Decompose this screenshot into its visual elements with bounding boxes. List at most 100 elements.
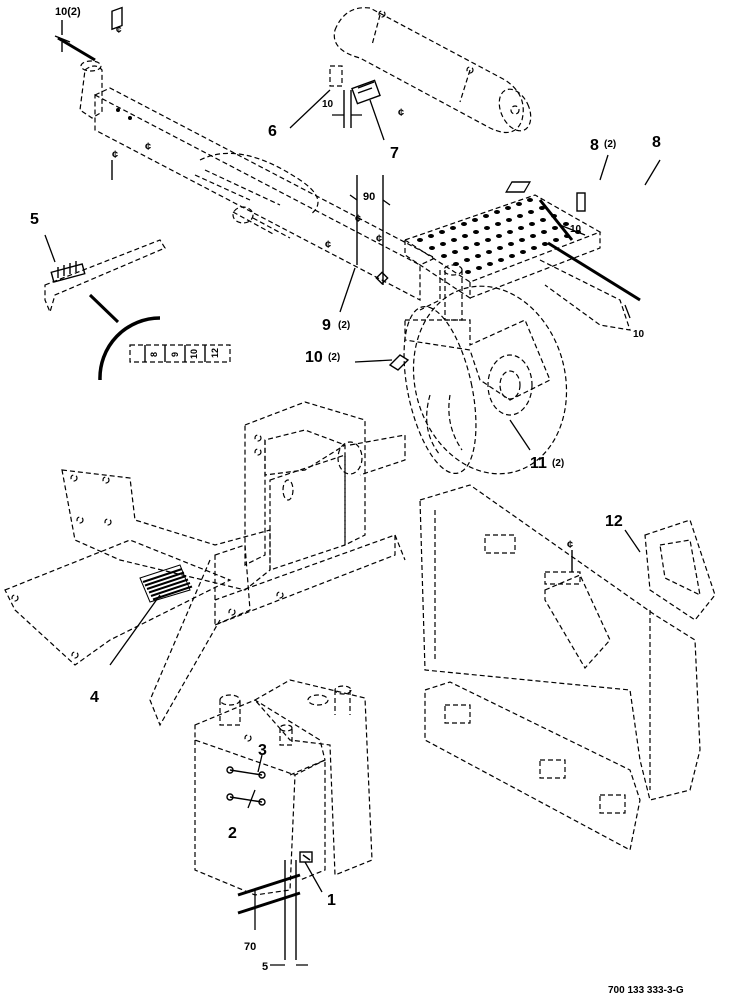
- decal-5-detail: 8 9 10 12: [44, 234, 231, 381]
- step-hole: [495, 222, 501, 226]
- dimension-90: 90: [363, 191, 375, 203]
- decal-stripe: [148, 578, 189, 594]
- callout-4: 4: [90, 689, 99, 706]
- scale-digit: 9: [170, 352, 180, 357]
- decal-4: [139, 564, 193, 603]
- callout-9-qty: (2): [338, 320, 350, 331]
- step-hole: [496, 234, 502, 238]
- step-hole: [563, 222, 569, 226]
- centerline-symbol: ¢: [112, 149, 118, 161]
- step-hole: [541, 230, 547, 234]
- step-hole: [530, 234, 536, 238]
- step-hole: [528, 210, 534, 214]
- callout-8a-qty: (2): [604, 139, 616, 150]
- step-hole: [507, 230, 513, 234]
- scale-digit: 10: [189, 349, 199, 359]
- centerline-symbol: ¢: [376, 233, 382, 245]
- decal-10-mid: [354, 354, 410, 371]
- hydraulic-tank: [194, 679, 373, 896]
- step-hole: [531, 246, 537, 250]
- hydraulic-cylinder: [333, 7, 532, 134]
- side-panel-lower: [424, 681, 641, 851]
- decals-6-7: ¢ 10: [289, 65, 404, 141]
- step-hole: [474, 242, 480, 246]
- dimension-top: 10(2): [55, 6, 81, 18]
- step-hole: [497, 246, 503, 250]
- decal-stripe: [152, 585, 193, 601]
- dimension-fender-upper: 10: [570, 224, 582, 235]
- step-hole: [539, 206, 545, 210]
- decal-stripe: [146, 575, 187, 590]
- step-hole: [553, 238, 559, 242]
- step-hole: [517, 214, 523, 218]
- centerline-symbol: ¢: [325, 239, 331, 251]
- callout-10-qty: (2): [328, 352, 340, 363]
- centerline-symbol: ¢: [145, 141, 151, 153]
- step-hole: [428, 234, 434, 238]
- step-hole: [540, 218, 546, 222]
- decal-12-triangle: [624, 519, 716, 621]
- step-hole: [494, 210, 500, 214]
- callout-5: 5: [30, 211, 39, 228]
- dimension-5: 5: [262, 961, 268, 973]
- step-hole: [483, 214, 489, 218]
- step-hole: [464, 258, 470, 262]
- step-hole: [552, 226, 558, 230]
- callout-7: 7: [390, 145, 399, 162]
- step-hole: [485, 238, 491, 242]
- decal-stripe: [144, 571, 185, 587]
- callout-2: 2: [228, 825, 237, 842]
- scale-digit: 12: [210, 348, 220, 358]
- step-hole: [463, 246, 469, 250]
- step-hole: [505, 206, 511, 210]
- step-hole: [527, 198, 533, 202]
- step-hole: [462, 234, 468, 238]
- step-hole: [519, 238, 525, 242]
- centerline-symbol: ¢: [116, 25, 122, 36]
- callout-9: 9: [322, 317, 331, 334]
- callout-8b: 8: [652, 134, 661, 151]
- dimension-70: 70: [244, 941, 256, 953]
- step-hole: [509, 254, 515, 258]
- decal-stripe: [142, 568, 183, 583]
- step-hole: [484, 226, 490, 230]
- dimension-fender-lower: 10: [633, 329, 645, 340]
- callout-11-qty: (2): [552, 458, 564, 469]
- top-left-decal: ¢ 10(2): [54, 6, 123, 62]
- step-hole: [461, 222, 467, 226]
- dimension-decal: 10: [322, 99, 334, 110]
- step-hole: [441, 254, 447, 258]
- step-hole: [542, 242, 548, 246]
- dimension-90-group: 90 ¢ ¢: [339, 175, 391, 313]
- callout-8a: 8: [590, 137, 599, 154]
- callout-10: 10: [305, 349, 323, 366]
- main-beam: ¢ ¢ ¢: [79, 60, 437, 301]
- callout-1: 1: [327, 892, 336, 909]
- step-hole: [476, 266, 482, 270]
- step-hole: [417, 238, 423, 242]
- leader-11: [509, 419, 531, 451]
- base-frame: [4, 401, 406, 727]
- tank-dimensions: 70 5: [237, 754, 323, 973]
- centerline-symbol: ¢: [355, 213, 361, 225]
- step-hole: [429, 246, 435, 250]
- step-platform: [403, 194, 631, 331]
- step-hole: [520, 250, 526, 254]
- fender-decals-8: 10 10: [505, 154, 661, 340]
- step-hole: [451, 238, 457, 242]
- step-hole: [486, 250, 492, 254]
- step-hole: [529, 222, 535, 226]
- wheel-assembly: [403, 264, 568, 475]
- step-hole: [439, 230, 445, 234]
- step-hole: [450, 226, 456, 230]
- callout-12: 12: [605, 513, 623, 530]
- callout-6: 6: [268, 123, 277, 140]
- step-hole: [472, 218, 478, 222]
- scale-digit: 8: [149, 352, 159, 357]
- step-hole: [440, 242, 446, 246]
- step-hole: [516, 202, 522, 206]
- step-hole: [465, 270, 471, 274]
- step-hole: [518, 226, 524, 230]
- step-hole: [473, 230, 479, 234]
